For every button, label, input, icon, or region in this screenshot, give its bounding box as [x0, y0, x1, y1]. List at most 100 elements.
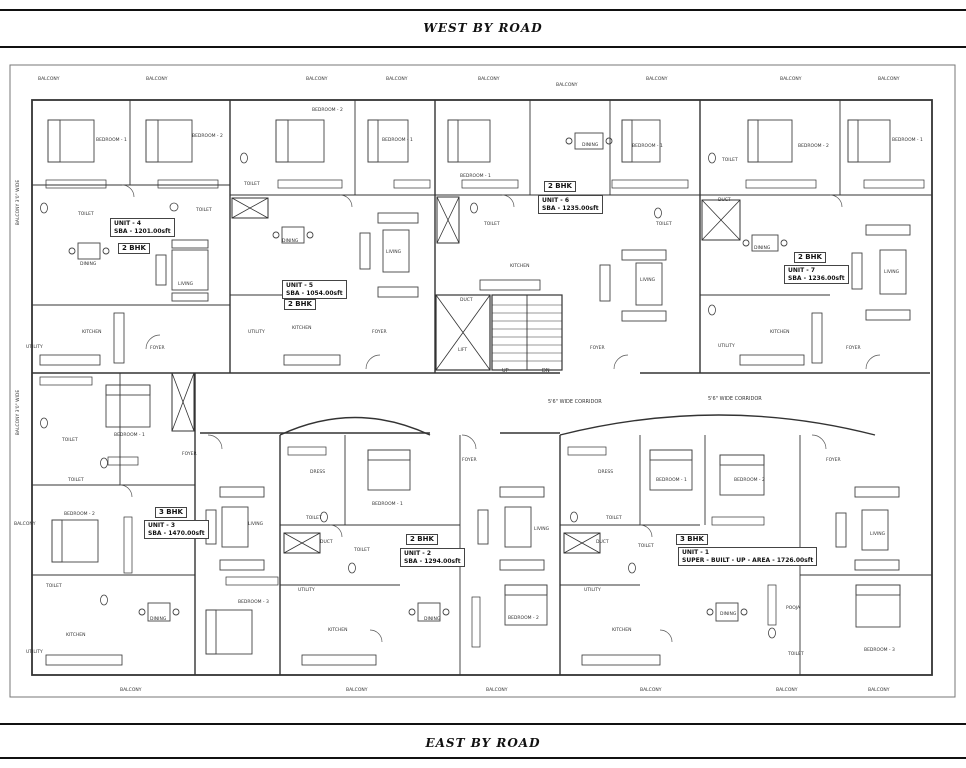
toilet-label: TOILET — [484, 222, 500, 227]
foyer-label: FOYER — [846, 346, 861, 351]
unit-4-type: 2 BHK — [118, 243, 150, 254]
balcony-label: BALCONY — [478, 77, 500, 82]
kitchen-label: KITCHEN — [66, 633, 86, 638]
bottom-border-line — [0, 757, 966, 759]
duct-label: DUCT — [596, 540, 609, 545]
stair-down-label: DN — [542, 368, 550, 374]
unit-6-type: 2 BHK — [544, 181, 576, 192]
balcony-label: BALCONY — [776, 688, 798, 693]
kitchen-label: KITCHEN — [292, 326, 312, 331]
toilet-label: TOILET — [606, 516, 622, 521]
unit-2-type: 2 BHK — [406, 534, 438, 545]
balcony-label: BALCONY — [386, 77, 408, 82]
balcony-label: BALCONY — [38, 77, 60, 82]
bedroom-1-label: BEDROOM - 1 — [372, 502, 403, 507]
kitchen-label: KITCHEN — [510, 264, 530, 269]
dress-label: DRESS — [310, 470, 326, 475]
foyer-label: FOYER — [590, 346, 605, 351]
bedroom-3-label: BEDROOM - 3 — [864, 648, 895, 653]
floor-plan — [9, 64, 956, 698]
south-road-line — [0, 723, 966, 725]
living-label: LIVING — [386, 250, 402, 255]
foyer-label: FOYER — [182, 452, 197, 457]
bedroom-1-label: BEDROOM - 1 — [632, 144, 663, 149]
bedroom-1-label: BEDROOM - 1 — [114, 433, 145, 438]
toilet-label: TOILET — [68, 478, 84, 483]
balcony-label: BALCONY — [646, 77, 668, 82]
utility-label: UTILITY — [584, 588, 601, 593]
balcony-label: BALCONY — [486, 688, 508, 693]
utility-label: UTILITY — [26, 345, 43, 350]
side-balcony-label: BALCONY 3'0" WIDE — [16, 389, 22, 436]
balcony-label: BALCONY — [640, 688, 662, 693]
lift-label: LIFT — [458, 348, 468, 353]
unit-7-name: UNIT - 7 — [788, 267, 816, 274]
north-road-line — [0, 46, 966, 48]
toilet-label: TOILET — [196, 208, 212, 213]
toilet-label: TOILET — [46, 584, 62, 589]
toilet-label: TOILET — [244, 182, 260, 187]
bedroom-2-label: BEDROOM - 2 — [798, 144, 829, 149]
toilet-label: TOILET — [722, 158, 738, 163]
foyer-label: FOYER — [462, 458, 477, 463]
bedroom-3-label: BEDROOM - 3 — [238, 600, 269, 605]
balcony-label: BALCONY — [14, 522, 36, 527]
bedroom-2-label: BEDROOM - 2 — [508, 616, 539, 621]
utility-label: UTILITY — [26, 650, 43, 655]
toilet-label: TOILET — [788, 652, 804, 657]
duct-label: DUCT — [460, 298, 473, 303]
toilet-label: TOILET — [78, 212, 94, 217]
pooja-label: POOJA — [786, 606, 801, 611]
unit-3-name: UNIT - 3 — [148, 522, 176, 529]
living-label: LIVING — [884, 270, 900, 275]
unit-4-sba: SBA - 1201.00sft — [114, 227, 171, 235]
duct-label: DUCT — [320, 540, 333, 545]
unit-7-type: 2 BHK — [794, 252, 826, 263]
kitchen-label: KITCHEN — [612, 628, 632, 633]
unit-6-sba: SBA - 1235.00sft — [542, 204, 599, 212]
dress-label: DRESS — [598, 470, 614, 475]
toilet-label: TOILET — [306, 516, 322, 521]
kitchen-label: KITCHEN — [328, 628, 348, 633]
bedroom-2-label: BEDROOM - 2 — [192, 134, 223, 139]
dining-label: DINING — [720, 612, 737, 617]
side-balcony-label: BALCONY 3'0" WIDE — [16, 179, 22, 226]
bedroom-2-label: BEDROOM - 2 — [734, 478, 765, 483]
unit-1-type: 3 BHK — [676, 534, 708, 545]
unit-2-sba: SBA - 1294.00sft — [404, 557, 461, 565]
bedroom-1-label: BEDROOM - 1 — [460, 174, 491, 179]
balcony-label: BALCONY — [868, 688, 890, 693]
utility-label: UTILITY — [248, 330, 265, 335]
corridor-label-right: 5'6" WIDE CORRIDOR — [708, 396, 762, 402]
kitchen-label: KITCHEN — [82, 330, 102, 335]
dining-label: DINING — [582, 143, 599, 148]
bedroom-1-label: BEDROOM - 1 — [892, 138, 923, 143]
utility-label: UTILITY — [298, 588, 315, 593]
balcony-label: BALCONY — [146, 77, 168, 82]
balcony-label: BALCONY — [878, 77, 900, 82]
unit-3-type: 3 BHK — [155, 507, 187, 518]
unit-1-sba: SUPER - BUILT - UP - AREA - 1726.00sft — [682, 556, 814, 564]
living-label: LIVING — [640, 278, 656, 283]
dining-label: DINING — [80, 262, 97, 267]
bedroom-2-label: BEDROOM - 2 — [312, 108, 343, 113]
living-label: LIVING — [178, 282, 194, 287]
balcony-label: BALCONY — [556, 83, 578, 88]
unit-7-sba: SBA - 1236.00sft — [788, 274, 845, 282]
toilet-label: TOILET — [638, 544, 654, 549]
toilet-label: TOILET — [656, 222, 672, 227]
duct-label: DUCT — [718, 198, 731, 203]
bedroom-1-label: BEDROOM - 1 — [656, 478, 687, 483]
utility-label: UTILITY — [718, 344, 735, 349]
foyer-label: FOYER — [372, 330, 387, 335]
foyer-label: FOYER — [826, 458, 841, 463]
south-road-label: EAST BY ROAD — [425, 736, 541, 750]
bedroom-2-label: BEDROOM - 2 — [64, 512, 95, 517]
